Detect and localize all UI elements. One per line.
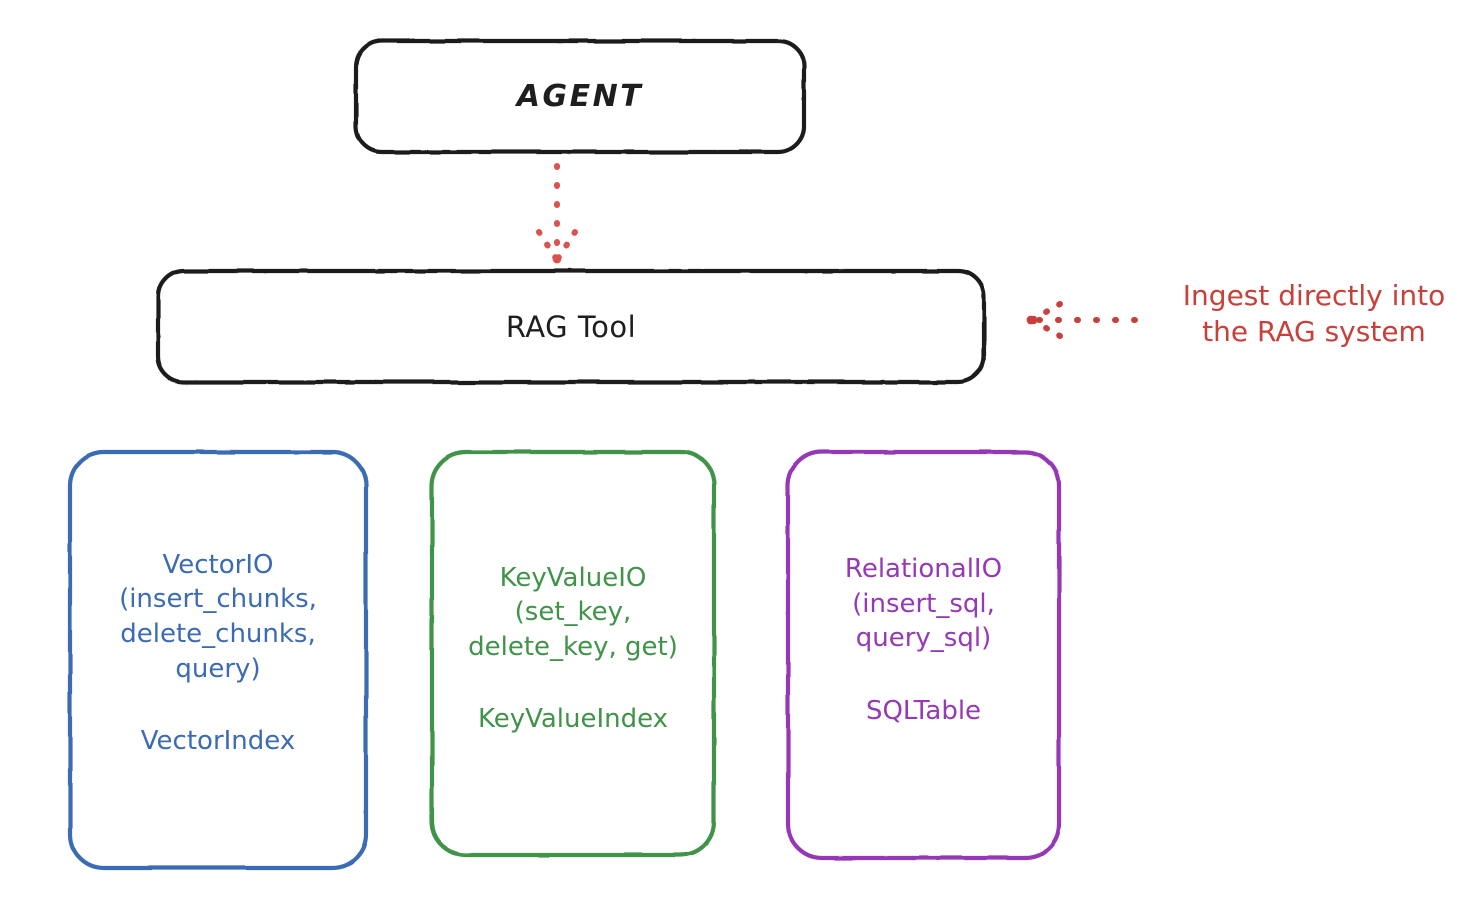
relationalio-content: RelationalIO (insert_sql, query_sql) SQL… xyxy=(786,552,1061,726)
rag-tool-box-outline[interactable] xyxy=(155,268,987,385)
vectorio-box-outline[interactable] xyxy=(67,449,369,871)
ingest-annotation-text: Ingest directly into the RAG system xyxy=(1182,279,1446,348)
agent-label: AGENT xyxy=(516,79,644,114)
relationalio-index-label: SQLTable xyxy=(865,695,982,726)
relationalio-node[interactable]: RelationalIO (insert_sql, query_sql) SQL… xyxy=(786,450,1061,860)
keyvalueio-api-label: KeyValueIO (set_key, delete_key, get) xyxy=(468,562,678,662)
rag-tool-label: RAG Tool xyxy=(505,309,637,344)
rag-tool-node[interactable]: RAG Tool xyxy=(157,270,985,383)
vectorio-node[interactable]: VectorIO (insert_chunks, delete_chunks, … xyxy=(68,450,368,870)
agent-to-rag-connector xyxy=(536,163,578,264)
relationalio-api-label: RelationalIO (insert_sql, query_sql) xyxy=(844,554,1003,654)
vectorio-index-label: VectorIndex xyxy=(140,726,296,757)
keyvalueio-node[interactable]: KeyValueIO (set_key, delete_key, get) Ke… xyxy=(430,450,716,857)
agent-box-outline[interactable] xyxy=(353,38,807,155)
agent-node[interactable]: AGENT xyxy=(355,40,805,153)
ingest-annotation-connector xyxy=(1026,301,1138,339)
vectorio-api-label: VectorIO (insert_chunks, delete_chunks, … xyxy=(119,549,317,684)
keyvalueio-content: KeyValueIO (set_key, delete_key, get) Ke… xyxy=(430,561,716,735)
keyvalueio-index-label: KeyValueIndex xyxy=(477,704,669,735)
keyvalueio-box-outline[interactable] xyxy=(429,449,717,858)
vectorio-content: VectorIO (insert_chunks, delete_chunks, … xyxy=(68,548,368,756)
relationalio-box-outline[interactable] xyxy=(785,449,1062,861)
